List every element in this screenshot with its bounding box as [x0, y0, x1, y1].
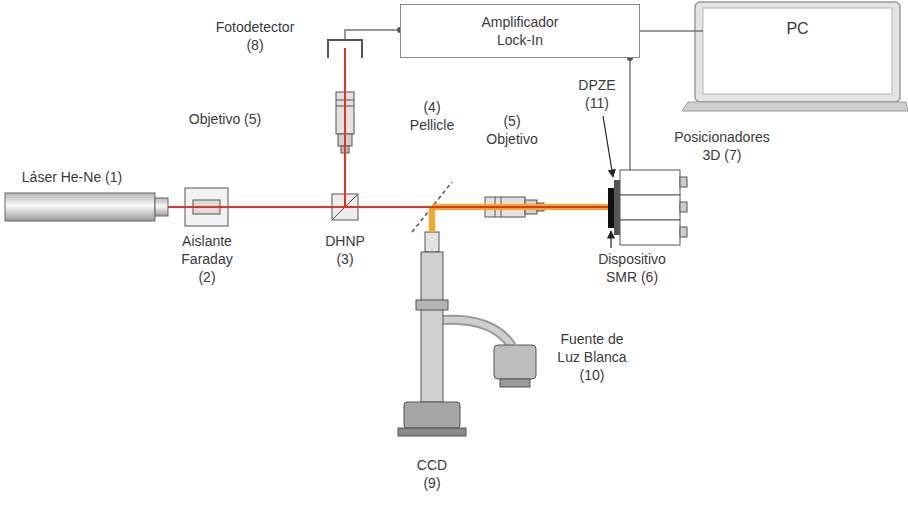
positioner-knob: [680, 202, 687, 212]
ccd-column: [421, 252, 443, 402]
part-label: Fuente de Luz Blanca (10): [552, 330, 632, 384]
light-guide-inner: [443, 320, 512, 346]
positioner-knob: [680, 227, 687, 237]
white-light-beam: [429, 207, 435, 232]
positioner-stage: [620, 220, 680, 245]
laptop-screen: [703, 8, 892, 94]
leader-line: [603, 116, 613, 177]
light-source-lens: [500, 379, 530, 387]
ccd-foot: [398, 428, 466, 436]
computer-screen: PC: [703, 8, 892, 94]
part-label: CCD (9): [413, 456, 451, 492]
part-label: DHNP (3): [320, 232, 370, 268]
dpze-plate: [614, 180, 620, 235]
part-label: Objetivo (5): [170, 110, 280, 128]
laser-cap: [155, 198, 168, 216]
instrument-box: Amplificador Lock-In: [400, 4, 640, 58]
part-label: Posicionadores 3D (7): [666, 128, 778, 164]
signal-wire: [629, 58, 631, 170]
ccd-eyepiece: [425, 232, 439, 252]
laser-beam: [344, 48, 346, 207]
part-label: DPZE (11): [572, 76, 622, 112]
part-label: (4) Pellicle: [402, 98, 462, 134]
light-guide: [443, 320, 512, 346]
ccd-camera: [404, 402, 460, 428]
part-label: (5) Objetivo: [480, 112, 544, 148]
laptop-base: [682, 102, 908, 111]
laser-tube: [5, 193, 155, 221]
white-light-source: [494, 345, 536, 379]
part-label: Láser He-Ne (1): [2, 168, 142, 186]
positioner-stage: [620, 170, 680, 195]
node-text: Amplificador Lock-In: [470, 13, 570, 49]
part-label: Fotodetector (8): [209, 18, 301, 54]
laptop-screen-bezel: [695, 2, 900, 102]
positioner-knob: [680, 177, 687, 187]
laser-beam: [168, 206, 608, 208]
signal-wire: [345, 30, 400, 40]
ccd-collar: [416, 300, 448, 310]
signal-connector: [640, 30, 703, 32]
leader-line: [610, 231, 611, 248]
positioner-stage: [620, 195, 680, 220]
part-label: Aislante Faraday (2): [176, 232, 238, 286]
smr-device: [608, 188, 614, 228]
node-text: PC: [786, 20, 808, 38]
part-label: Dispositivo SMR (6): [590, 250, 674, 286]
